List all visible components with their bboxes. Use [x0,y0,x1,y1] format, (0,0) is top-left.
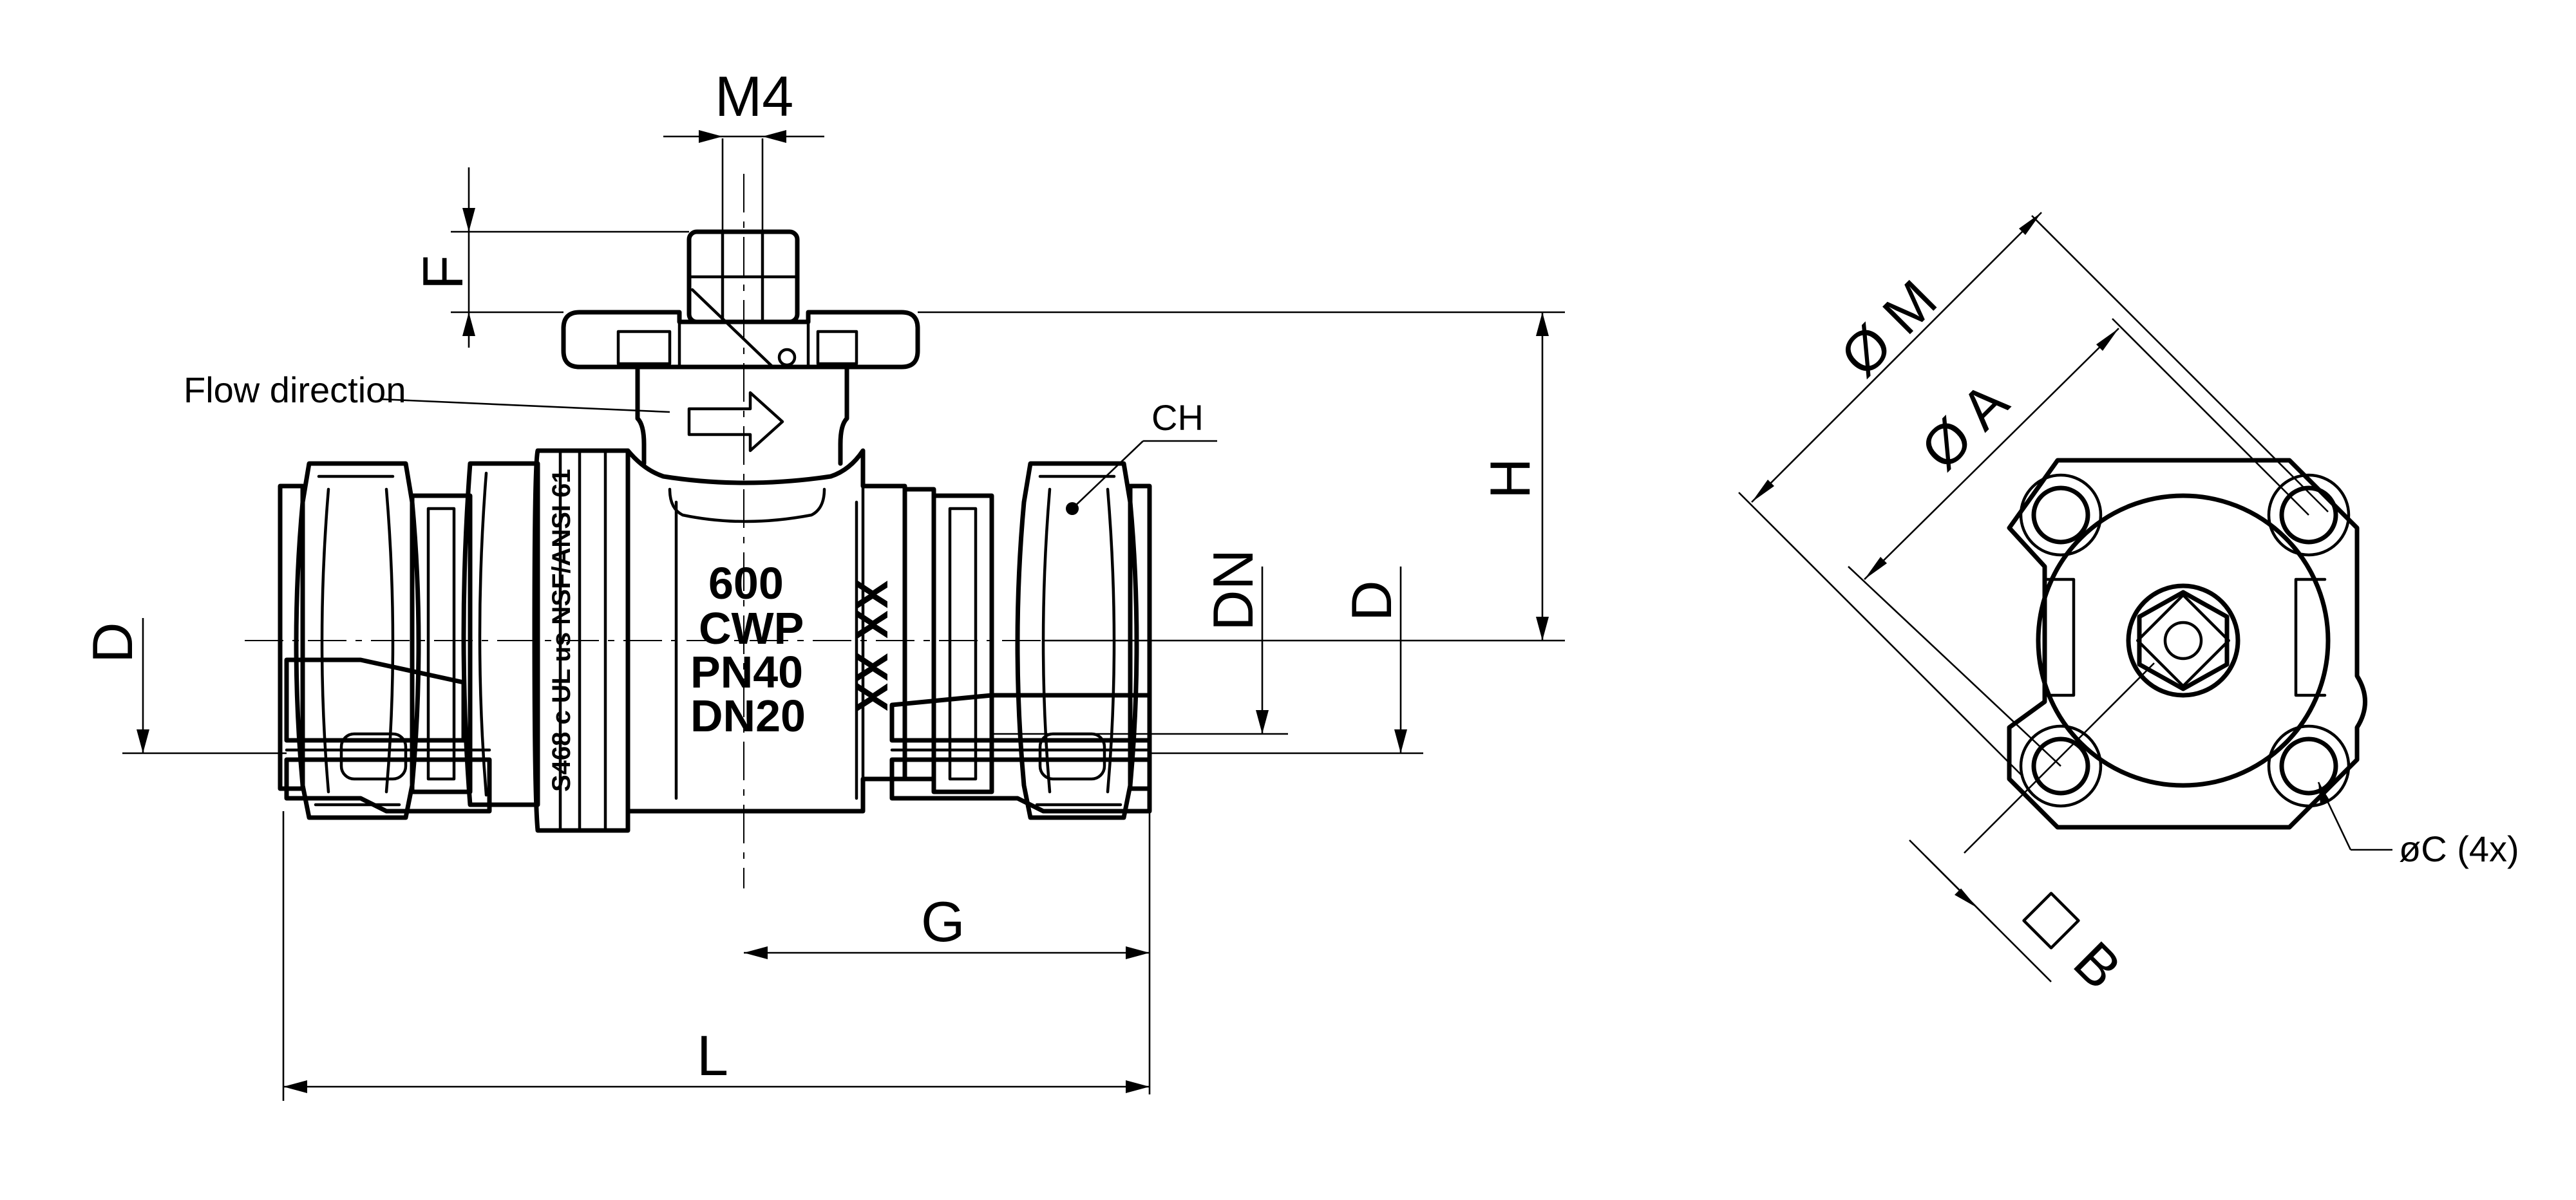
marking-600: 600 [708,558,784,608]
stem-boss [2036,493,2331,788]
marking-cert: S468 c UL us NSF/ANSI 61 [547,469,576,792]
label-phi-m: Ø M [1828,268,1949,389]
top-view: Ø M Ø A B øC (4x) [1738,212,2519,1001]
bolt-holes [2019,473,2351,808]
marking-dn20: DN20 [690,691,806,741]
dim-g: G [744,811,1151,1094]
right-union-nut [902,487,994,794]
label-h: H [1478,458,1542,499]
square-symbol-icon [2022,892,2080,950]
label-m4: M4 [715,64,793,128]
label-c: øC (4x) [2399,829,2519,869]
valve-neck [635,364,849,466]
marking-side: XX XX [847,579,897,713]
marking-pn40: PN40 [690,647,803,697]
dim-l: L [282,811,1150,1101]
leader-ch: CH [1072,397,1217,509]
dim-f: F [411,167,689,348]
leader-c: øC (4x) [2317,782,2519,869]
dim-m4: M4 [663,64,824,322]
label-dn: DN [1201,549,1265,631]
label-phi-a: Ø A [1908,370,2020,482]
marking-cwp: CWP [699,603,804,653]
leader-flow-direction: Flow direction [184,370,670,413]
label-d-right: D [1340,580,1403,621]
dim-dn: DN [992,549,1288,735]
stem-top [2126,583,2240,698]
dim-d-right: D [1150,567,1423,755]
label-l: L [697,1024,728,1087]
label-b: B [2062,929,2134,1001]
flange-outline [2007,458,2367,830]
label-f: F [411,255,475,290]
dim-h: H [918,311,1565,642]
mounting-flange [561,310,920,370]
flow-arrow-icon [687,391,784,453]
dim-d-left: D [80,618,287,755]
label-g: G [921,890,965,953]
label-ch: CH [1151,397,1204,438]
label-d-left: D [80,622,144,663]
label-flow-direction: Flow direction [184,370,406,410]
left-pipe-end [284,657,492,814]
side-view: 600 CWP PN40 DN20 XX XX S468 c UL us NSF… [80,64,1565,1101]
left-union-nut [410,461,540,807]
